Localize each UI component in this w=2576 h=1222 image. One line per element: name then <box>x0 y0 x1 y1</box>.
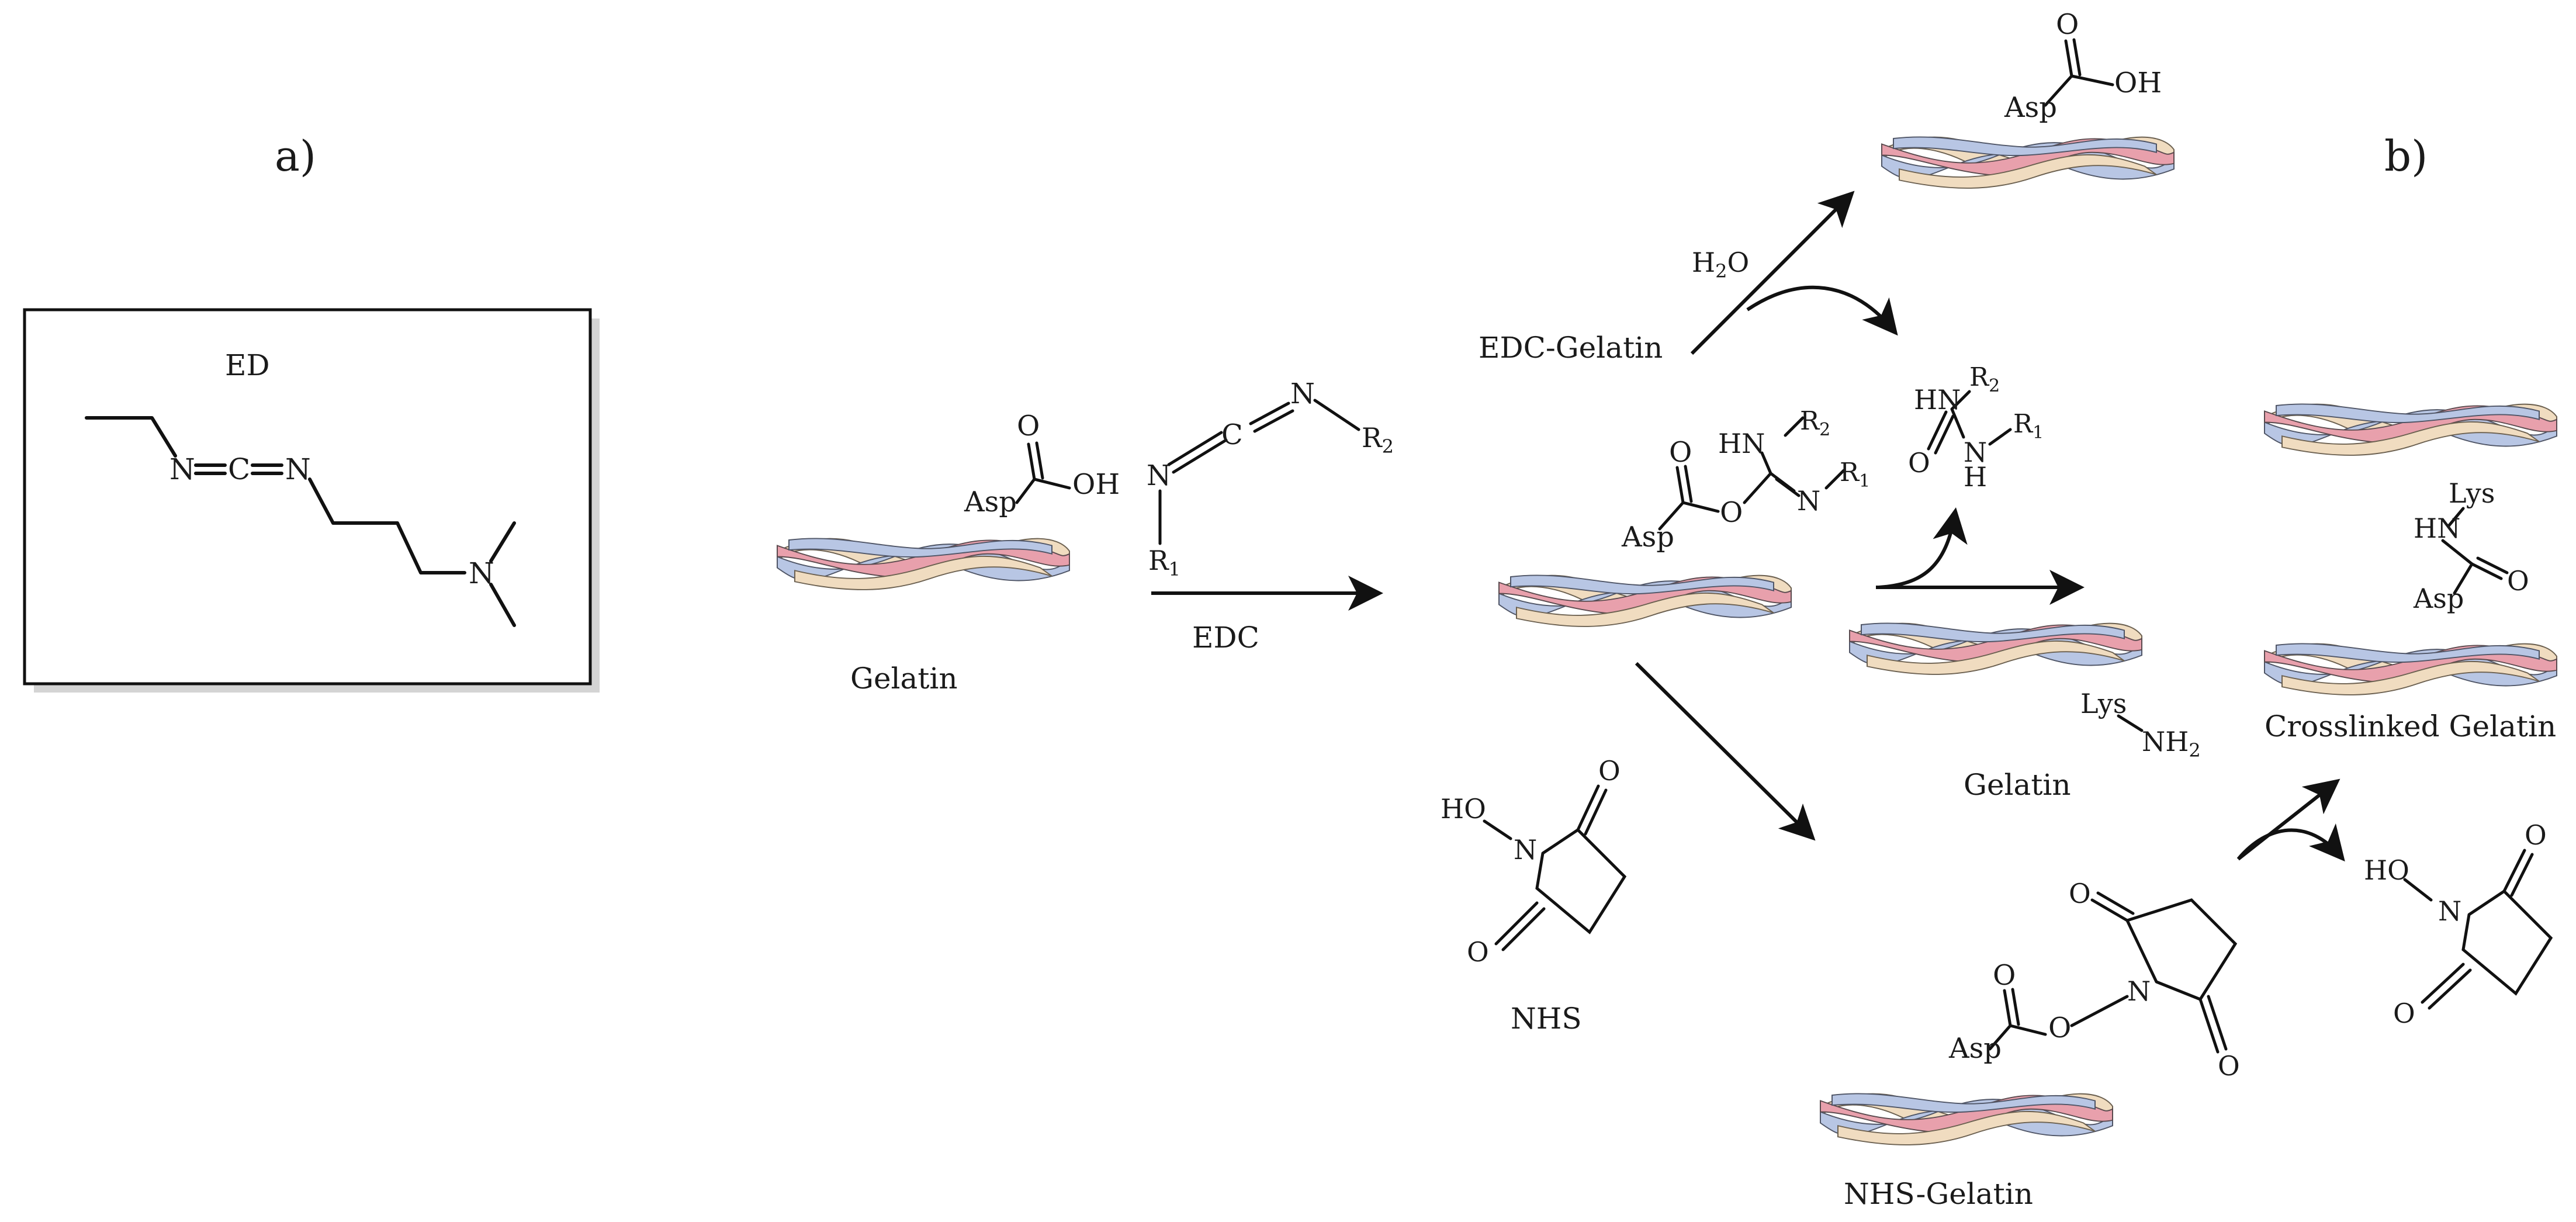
ester-o: O <box>1720 496 1743 529</box>
nhs-released: HO N O O <box>2364 819 2553 1029</box>
crosslinked-gelatin: Lys HN O Asp Crosslinked Gelatin <box>2264 403 2557 743</box>
intermediate-n: N <box>1797 485 1820 517</box>
gelatin-hydrolysed: Asp O OH <box>1881 8 2175 189</box>
lys-nh2: NH2 <box>2142 726 2201 761</box>
reagent-c: C <box>1221 418 1243 451</box>
helix-graphic <box>1849 622 2142 675</box>
asp-label-top: Asp <box>2004 91 2057 124</box>
nhs-label: NHS <box>1511 1002 1582 1036</box>
nhs-gelatin-ester: Asp O O N O O NHS-Gelatin <box>1820 878 2240 1211</box>
ester-o-nhs: O <box>2048 1012 2071 1044</box>
panel-label-a: a) <box>275 131 316 181</box>
asp-label-mid: Asp <box>1621 521 1674 553</box>
crosslink-asp: Asp <box>2413 583 2464 614</box>
reagent-r1: R1 <box>1148 545 1180 580</box>
edc-gelatin-label: EDC-Gelatin <box>1479 331 1663 365</box>
carbonyl-o-nhs: O <box>1993 959 2016 992</box>
water-label: H2O <box>1692 247 1749 282</box>
helix-graphic <box>777 538 1070 590</box>
gelatin-lysine: Lys NH2 Gelatin <box>1849 622 2201 802</box>
carbodiimide-reagent: N C N R1 R2 <box>1147 378 1394 580</box>
asp-bond <box>1015 477 1071 504</box>
gelatin-start: Asp O OH Gelatin <box>777 410 1120 695</box>
carbonyl-o: O <box>1017 410 1040 442</box>
urea-hn: HN <box>1914 384 1961 416</box>
asp-label: Asp <box>964 486 1017 518</box>
carbonyl-o-top: O <box>2056 8 2079 41</box>
nhs-o-bottom: O <box>1467 936 1489 968</box>
atom-c: C <box>228 452 250 486</box>
succinimide-o-bottom: O <box>2218 1050 2240 1082</box>
asp-label-nhs: Asp <box>1948 1032 2002 1065</box>
propyl-chain <box>308 477 466 574</box>
released-nhs-n: N <box>2438 895 2461 927</box>
urea-release-arrow <box>1878 507 1968 589</box>
nhs-gelatin-label: NHS-Gelatin <box>1844 1177 2033 1211</box>
nhs-reagent: HO N O O NHS <box>1441 755 1627 1036</box>
reagent-r2: R2 <box>1362 422 1394 458</box>
crosslink-arrow <box>2237 778 2340 861</box>
panel-label-b: b) <box>2384 131 2428 181</box>
helix-graphic-bottom <box>2264 643 2557 695</box>
released-nhs-o-bottom: O <box>2393 998 2415 1029</box>
helix-graphic <box>1498 574 1792 627</box>
helix-graphic <box>1881 136 2175 189</box>
crosslinked-label: Crosslinked Gelatin <box>2265 709 2556 743</box>
nhs-activation-arrow <box>1635 662 1816 841</box>
helix-graphic-top <box>2264 403 2557 456</box>
box-frame <box>23 308 592 686</box>
urea-n: N <box>1964 437 1987 468</box>
helix-graphic <box>1820 1093 2113 1145</box>
edc-box-title: ED <box>225 348 270 382</box>
urea-r1: R1 <box>2013 409 2044 443</box>
hydrolysis-arrow <box>1690 191 1855 355</box>
nhs-o-top: O <box>1598 755 1621 787</box>
o-acylisourea-intermediate: Asp O O HN N R2 R1 <box>1498 406 1870 627</box>
crosslink-o: O <box>2507 565 2529 597</box>
lys-label: Lys <box>2080 688 2127 719</box>
urea-h: H <box>1964 461 1987 493</box>
intermediate-r1: R1 <box>1840 458 1870 491</box>
atom-n1: N <box>169 452 195 486</box>
succinimide-o-top: O <box>2069 878 2091 909</box>
hydroxyl-oh-top: OH <box>2114 67 2162 99</box>
reagent-n1: N <box>1147 459 1171 492</box>
nhs-release-arrow <box>2236 823 2345 862</box>
ethyl-bond <box>85 416 177 458</box>
atom-n3: N <box>469 556 494 590</box>
intermediate-r2: R2 <box>1800 406 1830 440</box>
edc-structure-box: ED N C N N <box>23 308 600 693</box>
urea-r2: R2 <box>1969 362 2000 396</box>
crosslink-hn: HN <box>2414 513 2460 544</box>
edc-arrow-label: EDC <box>1192 621 1259 655</box>
reagent-n2: N <box>1290 378 1315 410</box>
hydrolysis-side-arrow <box>1746 285 1898 336</box>
gelatin-label-start: Gelatin <box>850 662 958 695</box>
released-nhs-o-top: O <box>2525 819 2547 851</box>
succinimide-n: N <box>2127 975 2151 1007</box>
urea-byproduct: HN O N H R2 R1 <box>1908 362 2044 493</box>
intermediate-hn: HN <box>1718 428 1765 459</box>
nhs-n: N <box>1514 834 1537 866</box>
gelatin-label-lysine: Gelatin <box>1964 768 2071 802</box>
methyl-bond-1 <box>489 521 516 563</box>
urea-o: O <box>1908 447 1930 479</box>
methyl-bond-2 <box>489 583 516 627</box>
hydroxyl-oh: OH <box>1072 468 1120 501</box>
carbonyl-o-mid: O <box>1669 436 1692 469</box>
atom-n2: N <box>285 452 311 486</box>
crosslink-lys: Lys <box>2449 477 2495 509</box>
released-nhs-ho: HO <box>2364 854 2409 886</box>
nhs-ho: HO <box>1441 793 1486 825</box>
